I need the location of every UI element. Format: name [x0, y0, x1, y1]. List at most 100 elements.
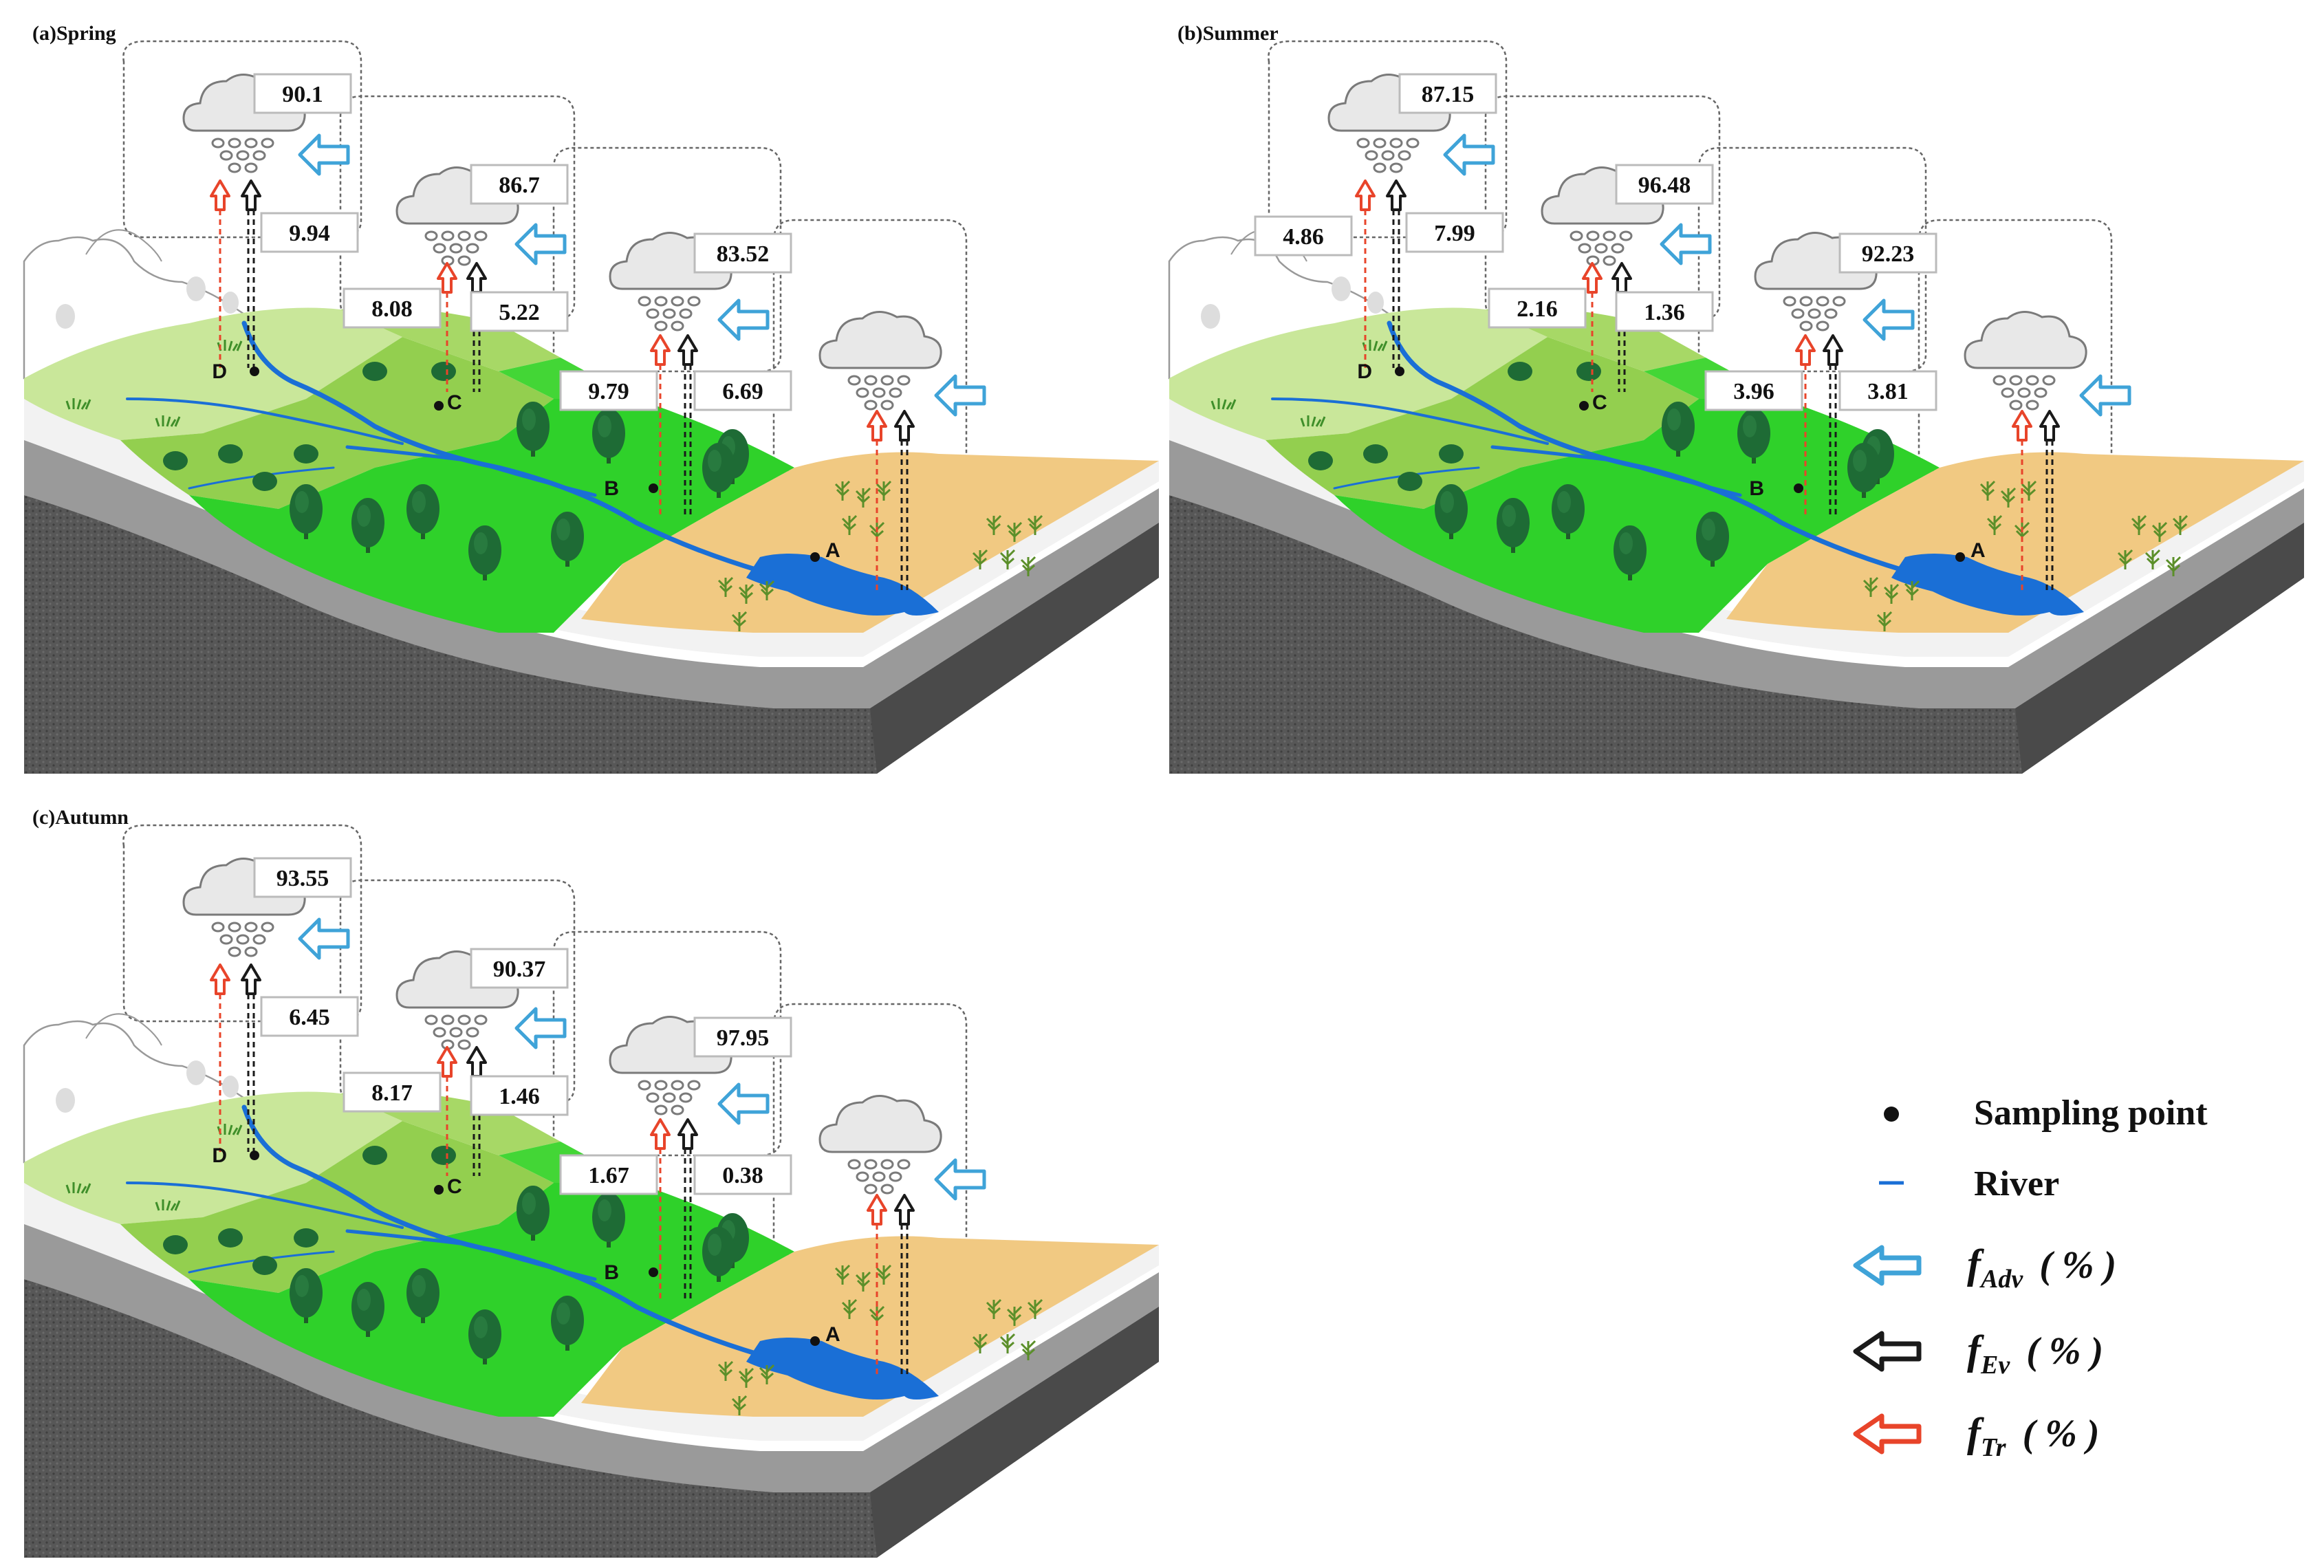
- evaporation-arrow-icon: [2039, 410, 2060, 442]
- sampling-point: [434, 1185, 444, 1195]
- value-d-adv: 93.55: [276, 866, 329, 891]
- value-b-ev: 0.38: [722, 1163, 763, 1188]
- transpiration-arrow-icon: [867, 1194, 887, 1226]
- value-box: [559, 1154, 658, 1195]
- evaporation-arrow-icon: [466, 1046, 487, 1078]
- evaporation-arrow-icon: [894, 1194, 915, 1226]
- transpiration-arrow-icon: [1795, 334, 1816, 366]
- value-box: [470, 291, 569, 332]
- panel-title: (a)Spring: [32, 22, 116, 45]
- evaporation-arrow-icon: [677, 1118, 698, 1150]
- value-b-tr: 9.79: [588, 379, 629, 404]
- rain-cloud-icon: [818, 1094, 942, 1195]
- value-b-adv: 92.23: [1862, 241, 1915, 267]
- advection-arrow-icon: [2081, 376, 2129, 415]
- value-box: [559, 370, 658, 411]
- evaporation-arrow-icon: [894, 410, 915, 442]
- value-box: [1488, 287, 1587, 329]
- legend-river-label: River: [1974, 1164, 2059, 1204]
- value-box: [343, 1071, 442, 1113]
- evaporation-arrow-icon: [466, 262, 487, 294]
- value-box: [470, 1075, 569, 1116]
- value-box: [693, 1016, 792, 1058]
- advection-arrow-icon: [936, 376, 984, 415]
- sampling-point: [1794, 483, 1803, 493]
- advection-arrow-icon: [1445, 135, 1493, 174]
- evaporation-arrow-icon: [241, 179, 261, 211]
- evaporation-arrow-icon: [241, 963, 261, 995]
- value-b-tr: 3.96: [1733, 379, 1774, 404]
- value-d-ev: 9.94: [289, 221, 330, 246]
- sampling-point: [250, 367, 259, 376]
- sampling-point-label: D: [1357, 360, 1372, 383]
- transpiration-arrow-icon: [2012, 410, 2032, 442]
- advection-arrow-icon: [719, 301, 768, 339]
- value-box: [260, 212, 359, 253]
- value-box: [253, 857, 352, 898]
- sampling-point-label: B: [604, 1261, 619, 1284]
- sampling-point-label: D: [212, 360, 227, 383]
- legend-f-ev-arrow-icon: [1853, 1331, 1922, 1372]
- value-c-adv: 96.48: [1638, 173, 1691, 198]
- evaporation-arrow-icon: [677, 334, 698, 366]
- advection-arrow-icon: [1865, 301, 1913, 339]
- value-box: [1615, 291, 1714, 332]
- value-c-tr: 8.08: [371, 296, 413, 322]
- value-d-adv: 87.15: [1422, 82, 1475, 107]
- value-box: [693, 370, 792, 411]
- sampling-point-label: A: [825, 1323, 840, 1346]
- sampling-point: [1579, 401, 1589, 411]
- transpiration-arrow-icon: [650, 334, 671, 366]
- sampling-point-label: A: [1970, 539, 1986, 562]
- value-box: [1398, 73, 1497, 114]
- sampling-point: [1955, 552, 1965, 562]
- value-box: [1704, 370, 1803, 411]
- value-c-tr: 8.17: [371, 1080, 413, 1106]
- value-c-adv: 90.37: [493, 957, 546, 982]
- sampling-point: [434, 401, 444, 411]
- value-d-ev: 7.99: [1434, 221, 1475, 246]
- sampling-point: [810, 552, 820, 562]
- panel-title: (b)Summer: [1177, 22, 1279, 45]
- value-b-adv: 83.52: [717, 241, 770, 267]
- value-b-ev: 6.69: [722, 379, 763, 404]
- sampling-point-label: C: [447, 1175, 462, 1198]
- value-d-tr: 4.86: [1283, 224, 1324, 250]
- value-c-ev: 5.22: [499, 300, 540, 325]
- sampling-point-label: B: [1749, 477, 1764, 500]
- sampling-point-label: D: [212, 1144, 227, 1167]
- legend-sampling-point-marker: [1884, 1107, 1899, 1122]
- transpiration-arrow-icon: [210, 963, 230, 995]
- value-c-ev: 1.46: [499, 1084, 540, 1109]
- value-b-tr: 1.67: [588, 1163, 629, 1188]
- value-c-ev: 1.36: [1644, 300, 1685, 325]
- transpiration-arrow-icon: [1355, 179, 1376, 211]
- value-box: [1838, 232, 1937, 274]
- rain-cloud-icon: [818, 310, 942, 411]
- transpiration-arrow-icon: [210, 179, 230, 211]
- value-c-adv: 86.7: [499, 173, 540, 198]
- sampling-point: [1395, 367, 1404, 376]
- advection-arrow-icon: [719, 1085, 768, 1123]
- value-box: [260, 996, 359, 1037]
- advection-arrow-icon: [300, 135, 348, 174]
- value-box: [693, 1154, 792, 1195]
- advection-arrow-icon: [300, 919, 348, 958]
- rain-cloud-icon: [1964, 310, 2087, 411]
- legend-sampling-point-label: Sampling point: [1974, 1093, 2208, 1133]
- legend-f-ev-label: fEv( % ): [1967, 1327, 2103, 1380]
- value-box: [470, 164, 569, 205]
- evaporation-arrow-icon: [1823, 334, 1843, 366]
- sampling-point-label: B: [604, 477, 619, 500]
- sampling-point: [649, 483, 658, 493]
- evaporation-arrow-icon: [1611, 262, 1632, 294]
- value-box: [470, 948, 569, 989]
- value-c-tr: 2.16: [1517, 296, 1558, 322]
- value-box: [1254, 215, 1353, 257]
- advection-arrow-icon: [936, 1160, 984, 1199]
- value-box: [1838, 370, 1937, 411]
